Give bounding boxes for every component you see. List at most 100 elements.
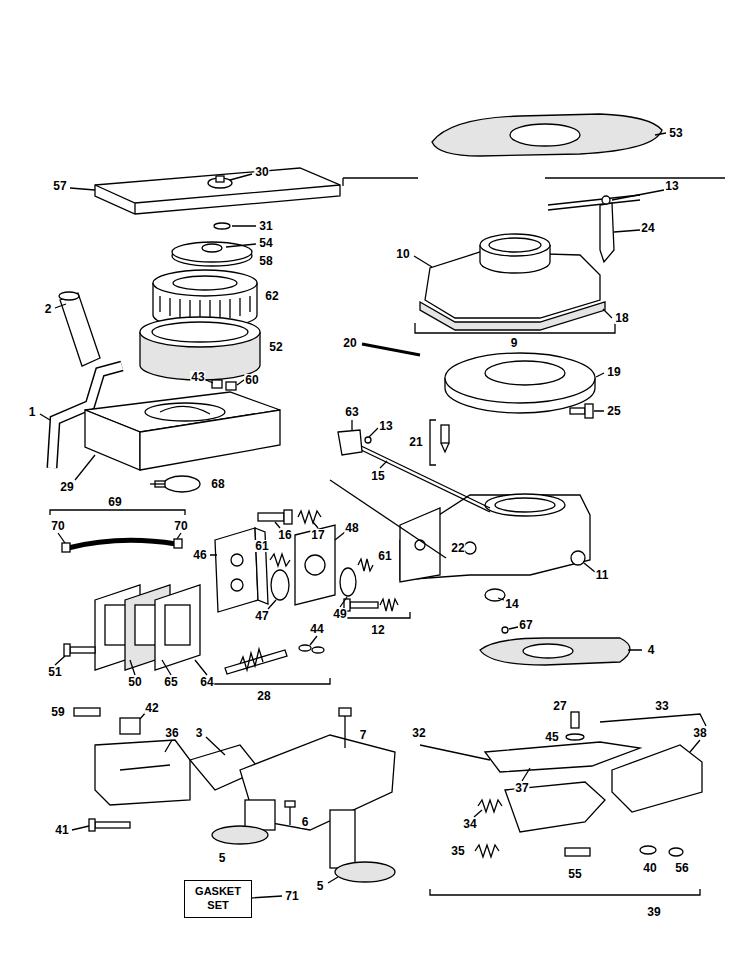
gasket-4 <box>480 638 630 665</box>
intake-manifold <box>330 810 355 868</box>
carburetor-top <box>489 238 541 252</box>
float <box>362 344 420 355</box>
carburetor-body <box>571 551 585 565</box>
cleaner-base <box>145 403 225 421</box>
callout-number: 71 <box>284 890 299 902</box>
callout-number: 35 <box>450 845 465 857</box>
breather-68 <box>150 476 200 492</box>
fuel-pump <box>305 555 325 575</box>
fuel-pump <box>231 579 243 591</box>
breather-68 <box>150 483 165 484</box>
gasket-53 <box>432 114 662 156</box>
fuel-pump <box>215 525 373 653</box>
callout-number: 1 <box>28 406 37 418</box>
washers <box>202 244 222 252</box>
callout-number: 15 <box>370 470 385 482</box>
clips <box>212 380 222 388</box>
idle-screw <box>345 612 410 618</box>
float <box>445 353 595 403</box>
screws-16-17 <box>258 513 284 521</box>
callout-number: 22 <box>450 542 465 554</box>
bracket-36 <box>74 708 190 831</box>
intake-manifold <box>240 735 395 830</box>
carburetor-body <box>495 498 555 512</box>
callout-number: 45 <box>544 731 559 743</box>
hose-69 <box>174 539 182 548</box>
fuel-pump <box>271 570 289 600</box>
frame-lines <box>545 177 725 178</box>
carburetor-top <box>480 234 550 256</box>
throttle-linkage <box>566 734 584 740</box>
intake-manifold <box>285 801 295 807</box>
pump-gaskets <box>165 605 190 645</box>
callout-number: 29 <box>59 481 74 493</box>
callout-number: 53 <box>668 127 683 139</box>
callout-number: 14 <box>504 598 519 610</box>
gasket-53 <box>432 114 662 156</box>
callout-number: 41 <box>54 824 69 836</box>
tube-2 <box>60 293 100 366</box>
needle-valve <box>430 404 593 465</box>
float <box>362 344 595 413</box>
needle-valve <box>570 408 585 414</box>
callout-number: 56 <box>674 862 689 874</box>
callout-number: 47 <box>254 610 269 622</box>
foam-precleaner <box>140 317 260 347</box>
intake-manifold <box>190 708 395 882</box>
pump-gaskets <box>64 644 70 656</box>
throttle-linkage <box>505 782 605 832</box>
callout-number: 65 <box>163 676 178 688</box>
callout-number: 21 <box>408 436 423 448</box>
fuel-pump <box>295 525 335 605</box>
callout-number: 12 <box>370 624 385 636</box>
cleaner-base <box>85 410 140 470</box>
intake-manifold <box>335 862 395 882</box>
air-cleaner-cover <box>95 185 340 214</box>
callout-number: 34 <box>462 818 477 830</box>
throttle-linkage <box>565 848 590 856</box>
screws-16-17 <box>258 510 321 524</box>
callout-number: 50 <box>127 676 142 688</box>
throttle-linkage <box>430 889 700 895</box>
callout-number: 5 <box>218 852 227 864</box>
callout-number: 70 <box>50 520 65 532</box>
callout-number: 54 <box>258 237 273 249</box>
screws-16-17 <box>284 510 292 524</box>
foam-precleaner <box>152 322 248 342</box>
callout-number: 7 <box>359 729 368 741</box>
carburetor-top <box>420 234 605 330</box>
throttle-linkage <box>420 745 490 760</box>
bracket-36 <box>89 819 95 831</box>
gasket-set-box: GASKET SET <box>184 880 252 918</box>
callout-number: 18 <box>614 312 629 324</box>
intake-manifold <box>339 708 351 716</box>
clips <box>212 380 236 390</box>
fuel-pump <box>358 559 373 571</box>
callout-number: 30 <box>254 166 269 178</box>
callout-number: 61 <box>377 550 392 562</box>
needle-valve <box>585 404 593 418</box>
screw-28 <box>205 649 330 684</box>
callout-number: 38 <box>692 727 707 739</box>
callout-number: 10 <box>395 248 410 260</box>
throttle-linkage <box>415 323 615 333</box>
intake-manifold <box>245 800 275 830</box>
callout-number: 28 <box>256 690 271 702</box>
filter-element <box>173 276 237 290</box>
fuel-pump <box>231 554 243 566</box>
callout-number: 27 <box>552 700 567 712</box>
bracket-36 <box>120 718 140 734</box>
callout-number: 3 <box>195 727 204 739</box>
bracket-22 <box>330 480 446 558</box>
fuel-pump <box>299 645 311 651</box>
callout-number: 68 <box>210 478 225 490</box>
throttle-linkage <box>571 712 579 728</box>
callout-number: 31 <box>258 220 273 232</box>
carburetor-body <box>415 540 425 550</box>
throttle-shaft <box>502 627 508 633</box>
lever-24 <box>602 196 610 204</box>
throttle-linkage <box>612 745 702 812</box>
bracket-22 <box>330 480 446 558</box>
throttle-linkage <box>600 714 706 726</box>
